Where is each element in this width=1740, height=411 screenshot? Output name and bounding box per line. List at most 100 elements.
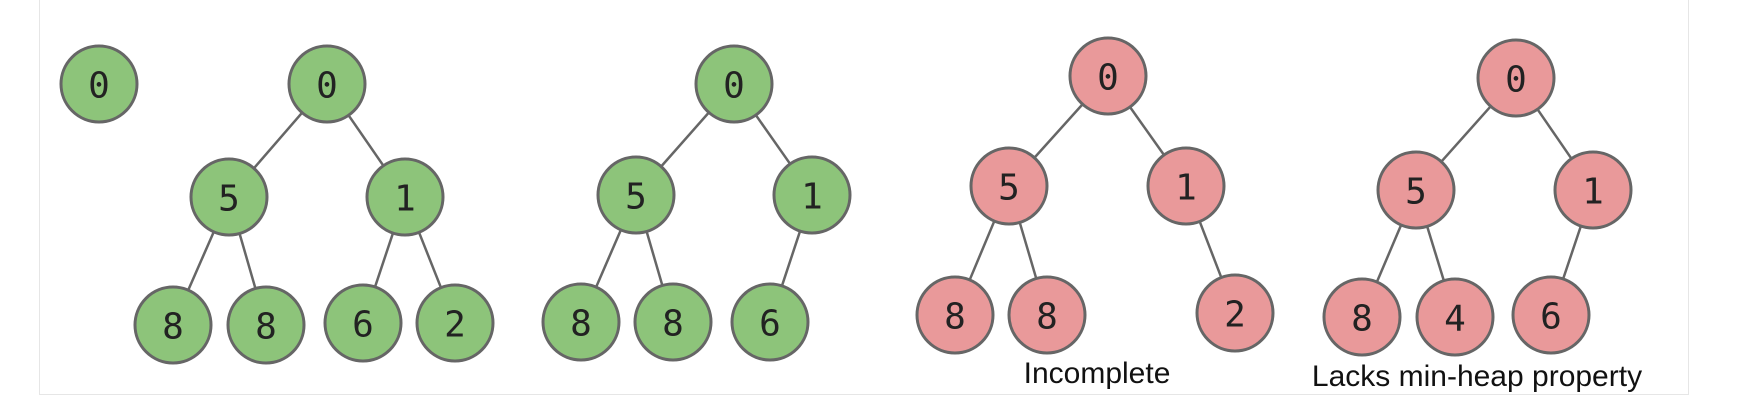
node-value: 1 [801,177,823,218]
tree-edge [1033,103,1084,159]
node-value: 2 [1224,295,1246,336]
tree-edge [754,114,792,165]
heap-node: 0 [694,44,774,124]
tree-edge [373,232,395,288]
heap-node: 2 [415,283,495,363]
tree-single: 0 [59,44,139,124]
tree-caption: Lacks min-heap property [1312,360,1642,393]
node-circle [1376,150,1456,230]
tree-edge [1425,225,1446,282]
node-circle [1068,36,1148,116]
node-value: 8 [944,297,966,338]
tree-edge [417,231,443,289]
node-value: 1 [1175,168,1197,209]
heap-node: 6 [323,283,403,363]
tree-edge [1561,225,1583,280]
tree-edge [187,231,215,291]
node-value: 6 [1540,297,1562,338]
node-circle [730,282,810,362]
heap-node: 6 [1511,275,1591,355]
node-circle [633,282,713,362]
node-value: 8 [1036,297,1058,338]
node-value: 8 [162,307,184,348]
heap-node: 1 [365,157,445,237]
node-value: 5 [1405,172,1427,213]
node-circle [1195,273,1275,353]
heap-node: 0 [1476,38,1556,118]
tree-caption: Incomplete [1024,357,1171,390]
tree-edge [660,111,710,168]
heap-node: 8 [633,282,713,362]
node-value: 5 [218,179,240,220]
node-value: 6 [759,304,781,345]
node-circle [772,155,852,235]
node-circle [1007,275,1087,355]
tree-full: 0 5 1 8 8 6 2 [133,44,495,365]
node-value: 5 [998,168,1020,209]
tree-edge [968,220,996,281]
tree-edge [347,114,385,167]
node-circle [323,283,403,363]
node-value: 4 [1444,299,1466,340]
heap-node: 5 [1376,150,1456,230]
tree-edge [594,229,623,288]
heap-node: 0 [287,44,367,124]
node-circle [1322,277,1402,357]
node-value: 8 [1351,299,1373,340]
heap-node: 8 [133,285,213,365]
heap-node: 6 [730,282,810,362]
heap-node: 0 [1068,36,1148,116]
node-circle [541,282,621,362]
tree-edge [1198,221,1223,278]
node-circle [1476,38,1556,118]
node-circle [969,146,1049,226]
node-value: 0 [723,66,745,107]
tree-edge [1375,224,1403,283]
node-value: 5 [625,177,647,218]
node-circle [133,285,213,365]
node-circle [1146,146,1226,226]
heap-node: 1 [1146,146,1226,226]
heap-node: 8 [1007,275,1087,355]
heap-node: 5 [189,157,269,237]
node-value: 8 [570,304,592,345]
tree-edge [1440,105,1492,163]
heap-node: 8 [1322,277,1402,357]
heap-node: 5 [969,146,1049,226]
node-circle [287,44,367,124]
heap-node: 8 [226,285,306,365]
heap-node: 4 [1415,277,1495,357]
node-circle [365,157,445,237]
node-value: 2 [444,305,466,346]
node-value: 1 [394,179,416,220]
node-value: 0 [88,66,110,107]
node-value: 0 [1097,58,1119,99]
heap-node: 2 [1195,273,1275,353]
tree-edge [1128,106,1166,156]
node-circle [1511,275,1591,355]
heap-node: 1 [1553,150,1633,230]
node-value: 1 [1582,172,1604,213]
heap-node: 8 [915,275,995,355]
node-value: 0 [316,66,338,107]
tree-edge [1018,222,1038,279]
tree-edge [645,231,664,286]
diagram-frame [39,0,1689,395]
node-value: 0 [1505,60,1527,101]
tree-edge [780,230,802,287]
node-circle [694,44,774,124]
node-circle [1415,277,1495,357]
tree-edge [252,111,304,170]
node-circle [915,275,995,355]
heap-node: 5 [596,155,676,235]
node-value: 6 [352,305,374,346]
node-value: 8 [255,307,277,348]
node-circle [189,157,269,237]
heap-node: 1 [772,155,852,235]
heap-node: 0 [59,44,139,124]
node-circle [596,155,676,235]
